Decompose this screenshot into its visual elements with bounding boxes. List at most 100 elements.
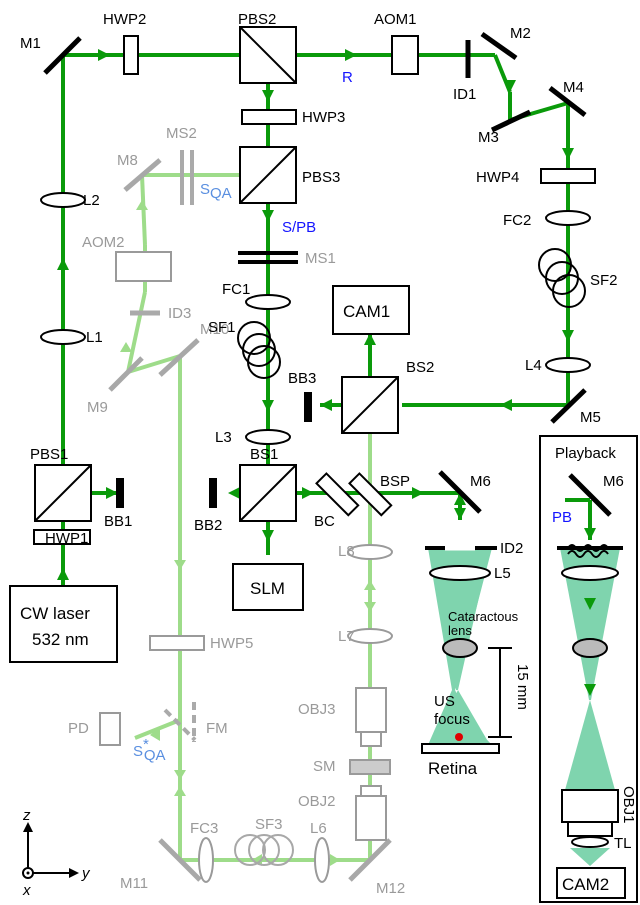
fibers bbox=[234, 248, 586, 866]
cam1-box bbox=[332, 285, 410, 335]
hwp4-plate bbox=[540, 168, 596, 184]
beam-blocks bbox=[116, 392, 312, 508]
m11-mirror bbox=[158, 838, 202, 882]
label-r: R bbox=[342, 69, 353, 86]
label-sm: SM bbox=[313, 758, 336, 775]
label-hwp4: HWP4 bbox=[476, 169, 519, 186]
sf2-fiber bbox=[538, 248, 586, 308]
pd-box bbox=[99, 712, 121, 746]
label-sqa: SQA bbox=[200, 181, 232, 202]
label-playback: Playback bbox=[555, 445, 616, 462]
label-l3: L3 bbox=[215, 429, 232, 446]
ms2-shutter bbox=[180, 150, 194, 205]
l5-lens bbox=[429, 565, 491, 581]
fc3-lens bbox=[198, 837, 214, 883]
label-m2: M2 bbox=[510, 25, 531, 42]
label-us-1: US bbox=[434, 693, 455, 710]
hwp5-plate bbox=[149, 635, 205, 651]
m6-mirror bbox=[438, 470, 482, 514]
playback-inset bbox=[539, 435, 638, 903]
label-bb1: BB1 bbox=[104, 513, 132, 530]
lenses bbox=[40, 192, 591, 883]
label-cataractous-1: Cataractous bbox=[448, 609, 519, 624]
label-obj3: OBJ3 bbox=[298, 701, 336, 718]
label-bc: BC bbox=[314, 513, 335, 530]
m3-mirror bbox=[490, 109, 532, 133]
label-ms1: MS1 bbox=[305, 250, 336, 267]
tl-lens bbox=[571, 836, 609, 848]
l4-lens bbox=[545, 357, 591, 373]
bs1-cube bbox=[239, 464, 297, 522]
label-id2: ID2 bbox=[500, 540, 523, 557]
label-retina: Retina bbox=[428, 759, 478, 778]
m9-mirror bbox=[108, 356, 144, 392]
l2-lens bbox=[40, 192, 86, 208]
label-ms2: MS2 bbox=[166, 125, 197, 142]
l1-lens bbox=[40, 329, 86, 345]
label-bs1: BS1 bbox=[250, 446, 278, 463]
l7-lens bbox=[347, 628, 393, 644]
label-fc2: FC2 bbox=[503, 212, 531, 229]
label-obj2: OBJ2 bbox=[298, 793, 336, 810]
m5-mirror bbox=[550, 388, 587, 424]
label-l1: L1 bbox=[86, 329, 103, 346]
ms1-shutter bbox=[238, 251, 298, 264]
label-fm: FM bbox=[206, 720, 228, 737]
hwp3-plate bbox=[241, 109, 297, 125]
m12-mirror bbox=[348, 838, 392, 882]
obj3 bbox=[355, 687, 387, 747]
label-m12: M12 bbox=[376, 880, 405, 897]
label-fc1: FC1 bbox=[222, 281, 250, 298]
label-hwp3: HWP3 bbox=[302, 109, 345, 126]
label-slm: SLM bbox=[250, 579, 285, 598]
slm-box bbox=[232, 563, 304, 611]
aom2-box bbox=[115, 251, 172, 282]
label-us-2: focus bbox=[434, 711, 470, 728]
label-m8: M8 bbox=[117, 152, 138, 169]
mirrors bbox=[43, 31, 587, 882]
fc2-lens bbox=[545, 210, 591, 226]
beam-splitters bbox=[34, 26, 399, 522]
label-spb: S/PB bbox=[282, 219, 316, 236]
label-hwp2: HWP2 bbox=[103, 11, 146, 28]
bb1-block bbox=[116, 478, 124, 508]
label-pb: PB bbox=[552, 509, 572, 526]
cw-laser-box bbox=[9, 585, 118, 663]
coordinate-axes bbox=[22, 822, 79, 879]
waveplates bbox=[33, 35, 596, 742]
label-bb2: BB2 bbox=[194, 517, 222, 534]
l3-lens bbox=[245, 429, 291, 445]
labels: M1 HWP2 PBS2 AOM1 M2 ID1 M4 M3 R HWP3 MS… bbox=[20, 11, 637, 899]
label-l6: L6 bbox=[310, 820, 327, 837]
label-l2: L2 bbox=[83, 192, 100, 209]
label-m1: M1 bbox=[20, 35, 41, 52]
label-pbs3: PBS3 bbox=[302, 169, 340, 186]
label-bsp: BSP bbox=[380, 473, 410, 490]
label-id1: ID1 bbox=[453, 86, 476, 103]
label-m4: M4 bbox=[563, 79, 584, 96]
label-m6-inset: M6 bbox=[603, 473, 624, 490]
hwp1-plate bbox=[33, 529, 91, 545]
label-l4: L4 bbox=[525, 357, 542, 374]
label-hwp1: HWP1 bbox=[45, 530, 88, 547]
m10-mirror bbox=[158, 338, 200, 377]
obj2 bbox=[355, 785, 387, 841]
label-l5: L5 bbox=[494, 565, 511, 582]
retina-plate bbox=[421, 743, 500, 754]
pbs2-cube bbox=[239, 26, 297, 84]
label-l8: L8 bbox=[338, 543, 355, 560]
l6-lens bbox=[314, 837, 330, 883]
fc1-lens bbox=[245, 294, 291, 310]
label-cam2: CAM2 bbox=[562, 875, 609, 894]
label-cw-laser-1: CW laser bbox=[20, 604, 90, 623]
label-sf1: SF1 bbox=[208, 319, 236, 336]
cam2-box bbox=[556, 867, 626, 899]
label-cam1: CAM1 bbox=[343, 302, 390, 321]
label-m9: M9 bbox=[87, 399, 108, 416]
pbs3-cube bbox=[239, 146, 297, 204]
label-sqa-star: S*QA bbox=[133, 736, 166, 764]
bb3-block bbox=[304, 392, 312, 422]
sf1-fiber bbox=[237, 321, 281, 379]
bs2-cube bbox=[341, 376, 399, 434]
